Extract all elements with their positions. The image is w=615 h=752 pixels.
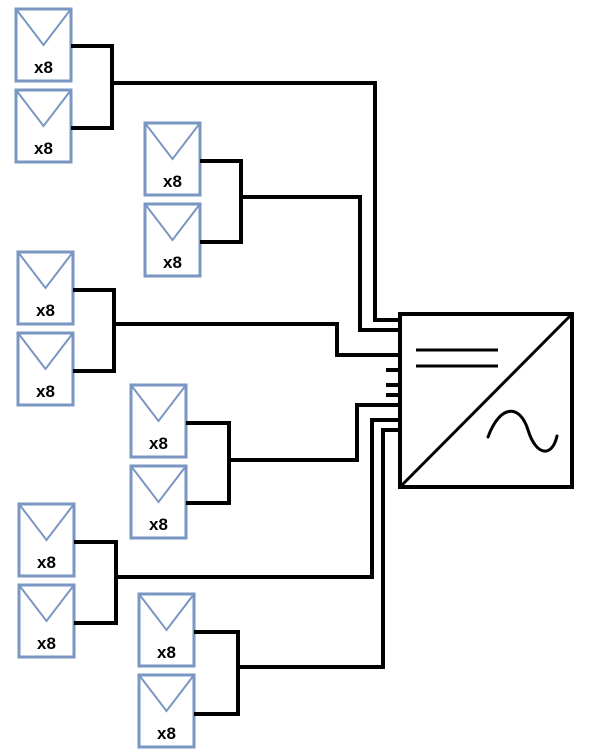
panel-count-label: x8	[36, 382, 55, 401]
panel-count-label: x8	[157, 643, 176, 662]
panel-count-label: x8	[163, 172, 182, 191]
string-wire-3	[73, 288, 400, 373]
dc-lines-icon	[416, 348, 498, 368]
inverter	[398, 312, 574, 489]
string-wire-2	[200, 159, 400, 332]
panel-count-label: x8	[163, 253, 182, 272]
solar-panel: x8	[143, 121, 202, 197]
solar-panel: x8	[17, 583, 76, 659]
panel-group-2: x8 x8	[143, 121, 202, 278]
solar-panel: x8	[14, 7, 73, 83]
panel-count-label: x8	[157, 724, 176, 743]
panel-count-label: x8	[37, 553, 56, 572]
solar-panel: x8	[16, 331, 75, 407]
panel-count-label: x8	[36, 301, 55, 320]
string-wire-1	[71, 44, 400, 322]
solar-panel: x8	[129, 464, 188, 540]
solar-panel: x8	[14, 88, 73, 164]
solar-panel: x8	[17, 502, 76, 578]
panel-count-label: x8	[37, 634, 56, 653]
panel-group-4: x8 x8	[129, 383, 188, 540]
string-wire-5	[74, 418, 400, 625]
sine-wave-icon	[486, 409, 559, 453]
solar-panel: x8	[137, 592, 196, 668]
wiring	[71, 44, 400, 716]
panel-group-3: x8 x8	[16, 250, 75, 407]
inverter-diagonal	[398, 312, 574, 489]
panel-count-label: x8	[149, 434, 168, 453]
solar-panel: x8	[143, 202, 202, 278]
solar-panel: x8	[137, 673, 196, 749]
panel-count-label: x8	[34, 58, 53, 77]
panel-group-1: x8 x8	[14, 7, 73, 164]
solar-panel: x8	[129, 383, 188, 459]
solar-panel: x8	[16, 250, 75, 326]
panel-count-label: x8	[34, 139, 53, 158]
string-wire-6	[194, 428, 400, 716]
panel-group-5: x8 x8	[17, 502, 76, 659]
string-wire-4	[186, 403, 400, 505]
panel-group-6: x8 x8	[137, 592, 196, 749]
panel-count-label: x8	[149, 515, 168, 534]
